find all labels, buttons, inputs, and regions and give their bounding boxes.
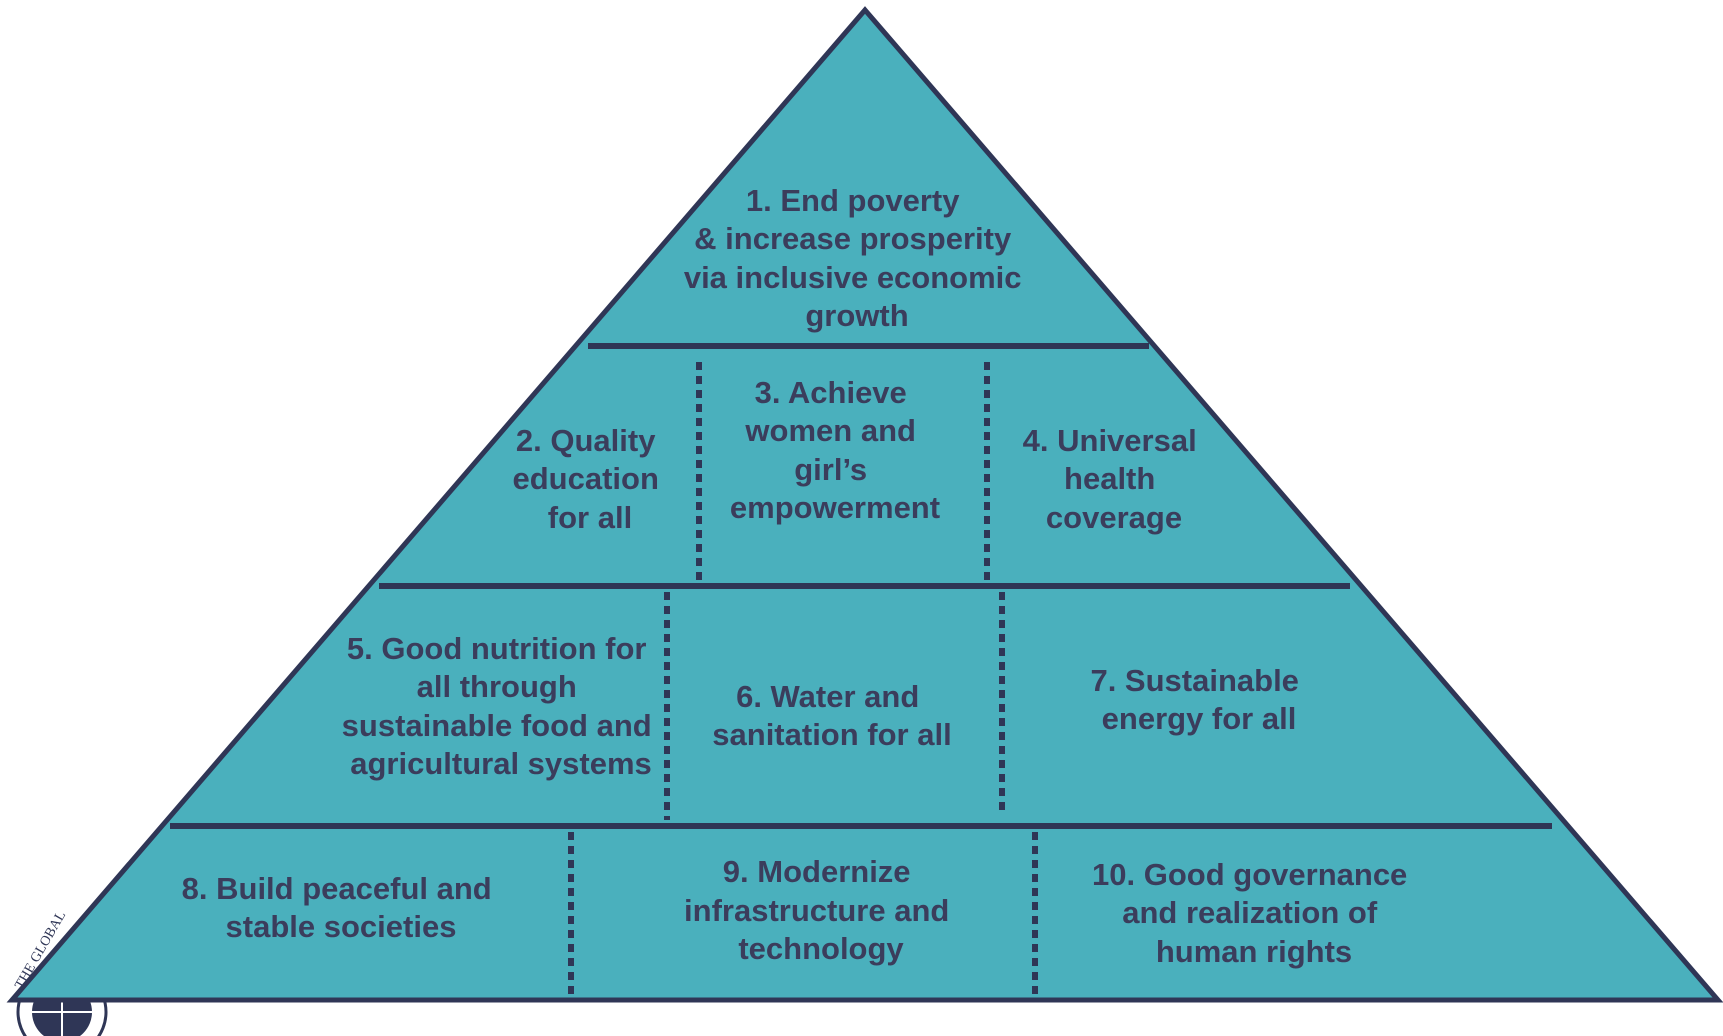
goal-9-line: technology <box>738 931 904 966</box>
goal-2-line: education <box>512 461 658 496</box>
goal-9-line: infrastructure and <box>684 893 949 928</box>
goal-4-line: coverage <box>1046 500 1182 535</box>
goal-10-line: and realization of <box>1122 895 1378 930</box>
goal-5-line: 5. Good nutrition for <box>347 631 647 666</box>
goal-4-line: 4. Universal <box>1023 423 1197 458</box>
goal-5-line: sustainable food and <box>342 708 652 743</box>
goal-10-line: 10. Good governance <box>1092 857 1407 892</box>
goal-5-label: 5. Good nutrition for all through sustai… <box>342 631 661 781</box>
goal-3-line: empowerment <box>730 490 940 525</box>
goal-9-line: 9. Modernize <box>723 854 911 889</box>
goal-3-line: girl’s <box>794 452 867 487</box>
goal-1-line: growth <box>805 298 908 333</box>
goal-4-label: 4. Universal health coverage <box>1023 423 1206 535</box>
goal-7-label: 7. Sustainable energy for all <box>1090 663 1307 736</box>
goal-3-line: 3. Achieve <box>755 375 907 410</box>
goal-7-line: 7. Sustainable <box>1090 663 1298 698</box>
goal-1-label: 1. End poverty & increase prosperity via… <box>684 183 1030 333</box>
goal-10-label: 10. Good governance and realization of h… <box>1092 857 1416 969</box>
goal-8-line: stable societies <box>226 909 457 944</box>
goal-8-label: 8. Build peaceful and stable societies <box>182 871 501 944</box>
goal-3-line: women and <box>744 413 916 448</box>
goal-1-line: 1. End poverty <box>746 183 960 218</box>
goal-1-line: & increase prosperity <box>694 221 1012 256</box>
goal-2-label: 2. Quality education for all <box>512 423 667 535</box>
goal-6-line: sanitation for all <box>712 717 951 752</box>
goal-2-line: for all <box>548 500 632 535</box>
goal-5-line: all through <box>417 669 577 704</box>
goal-7-line: energy for all <box>1102 701 1297 736</box>
goal-8-line: 8. Build peaceful and <box>182 871 492 906</box>
goal-5-line: agricultural systems <box>350 746 652 781</box>
goal-1-line: via inclusive economic <box>684 260 1022 295</box>
goal-6-label: 6. Water and sanitation for all <box>712 679 951 752</box>
goal-2-line: 2. Quality <box>516 423 656 458</box>
goal-9-label: 9. Modernize infrastructure and technolo… <box>684 854 958 966</box>
goal-4-line: health <box>1064 461 1155 496</box>
pyramid-body <box>6 6 1723 1003</box>
goal-6-line: 6. Water and <box>736 679 919 714</box>
goal-10-line: human rights <box>1156 934 1352 969</box>
goal-3-label: 3. Achieve women and girl’s empowerment <box>730 375 940 525</box>
